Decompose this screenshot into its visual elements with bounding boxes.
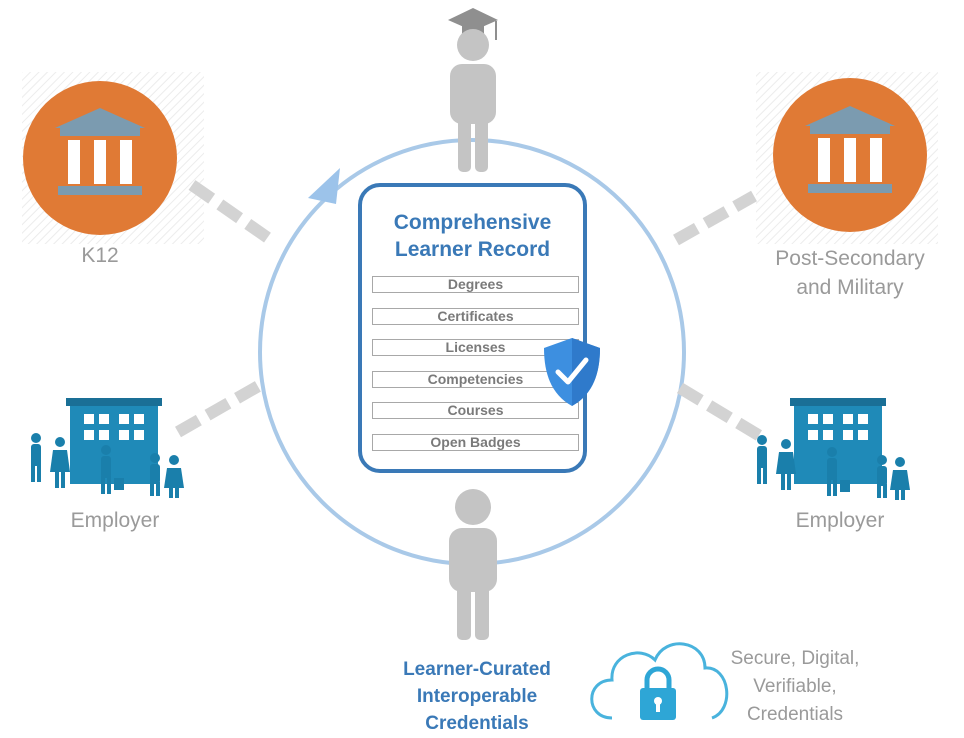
learner-curated-title: Learner-Curated Interoperable Credential…	[372, 656, 582, 737]
record-item-certificates: Certificates	[372, 308, 579, 325]
record-item-courses: Courses	[372, 402, 579, 419]
connectors	[175, 180, 764, 442]
learner-curated-line3: Credentials	[425, 713, 529, 734]
graduate-icon	[448, 8, 498, 172]
employer-left-label: Employer	[70, 509, 160, 532]
record-item-competencies: Competencies	[372, 371, 579, 388]
people-icon	[757, 435, 910, 500]
record-item-licenses: Licenses	[372, 339, 579, 356]
comprehensive-learner-record-card: Comprehensive Learner Record Degrees Cer…	[358, 183, 587, 473]
connector-k12	[188, 180, 272, 243]
cloud-lock-icon	[590, 642, 729, 720]
clr-title-line1: Comprehensive	[393, 211, 552, 234]
employer-right-label: Employer	[795, 509, 885, 532]
secure-credentials-line1: Secure, Digital,	[730, 648, 860, 669]
learner-curated-line1: Learner-Curated	[403, 659, 551, 680]
learner-curated-line2: Interoperable	[416, 686, 538, 707]
clr-title: Comprehensive Learner Record	[362, 209, 583, 263]
clr-title-line2: Learner Record	[394, 238, 551, 261]
learner-icon	[449, 489, 497, 640]
cycle-arrow-icon	[308, 168, 340, 204]
institution-icon	[23, 81, 177, 235]
record-item-degrees: Degrees	[372, 276, 579, 293]
connector-employer-right	[676, 382, 764, 442]
secure-credentials-line2: Verifiable,	[753, 676, 837, 697]
institution-icon	[773, 78, 927, 232]
post-secondary-label-line1: Post-Secondary	[775, 247, 925, 270]
secure-credentials-line3: Credentials	[746, 704, 844, 725]
connector-employer-left	[175, 378, 265, 438]
secure-credentials-text: Secure, Digital, Verifiable, Credentials	[700, 645, 890, 729]
building-icon	[790, 398, 886, 484]
people-icon	[31, 433, 184, 498]
shield-check-icon	[544, 338, 600, 406]
building-icon	[66, 398, 162, 484]
k12-label: K12	[81, 244, 119, 267]
record-item-open-badges: Open Badges	[372, 434, 579, 451]
post-secondary-label-line2: and Military	[796, 276, 904, 299]
connector-post-secondary	[673, 190, 757, 246]
post-secondary-label: Post-Secondary and Military	[752, 244, 948, 302]
